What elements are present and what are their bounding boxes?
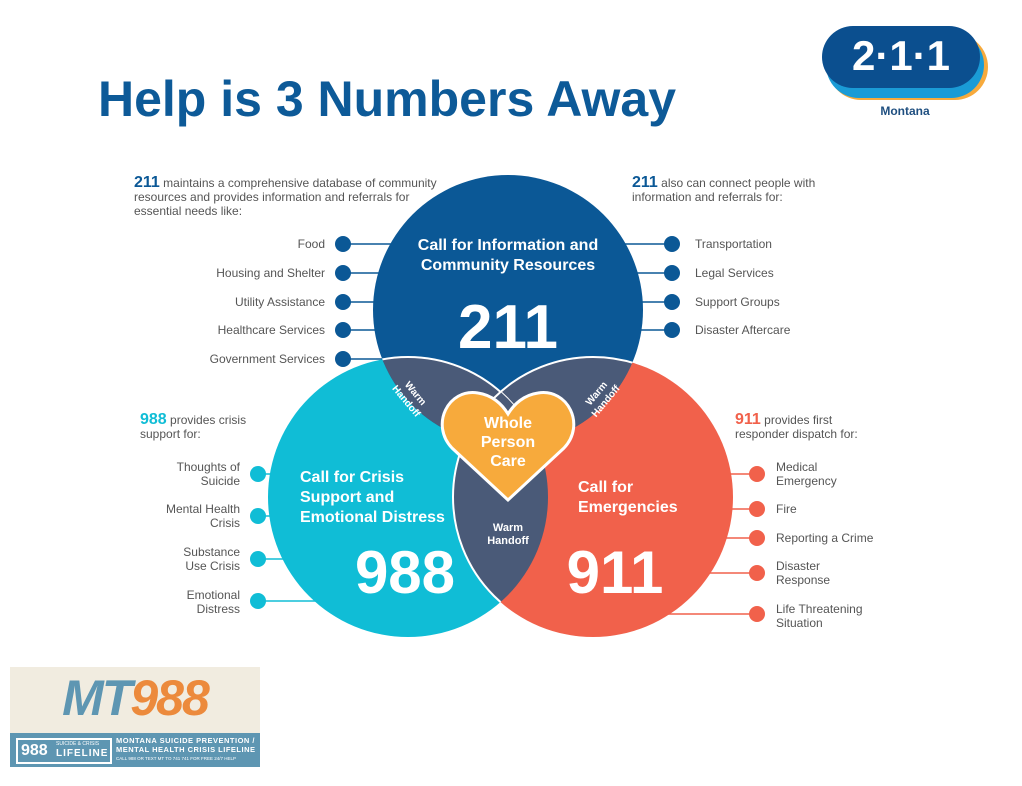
intro-text: maintains a comprehensive database of co…	[134, 176, 437, 218]
number-988: 988	[354, 539, 456, 606]
list-item: Reporting a Crime	[776, 531, 874, 545]
badge-top: SUICIDE & CRISIS	[56, 741, 100, 747]
logo-line2: MENTAL HEALTH CRISIS LIFELINE	[116, 745, 256, 754]
list-item: Healthcare Services	[217, 323, 325, 337]
num-211: 211	[134, 174, 160, 191]
list-item: Housing and Shelter	[216, 266, 325, 280]
list-item: Thoughts of Suicide	[176, 460, 240, 488]
logo-mt: MT	[62, 670, 132, 726]
intro-911: 911 provides first responder dispatch fo…	[735, 411, 875, 442]
intro-211-left: 211 maintains a comprehensive database o…	[134, 174, 454, 219]
list-item: Life Threatening Situation	[776, 602, 863, 630]
num-911: 911	[735, 411, 761, 428]
label-211: Call for Information and Community Resou…	[417, 237, 599, 274]
number-911: 911	[566, 539, 664, 606]
num-211: 211	[632, 174, 658, 191]
num-988: 988	[140, 411, 167, 428]
list-item: Legal Services	[695, 266, 774, 280]
list-item: Fire	[776, 502, 797, 516]
page-title: Help is 3 Numbers Away	[98, 71, 677, 127]
logo-line1: MONTANA SUICIDE PREVENTION /	[116, 736, 256, 745]
label-warm-handoff: Warm Handoff	[487, 522, 529, 547]
logo-988: 988	[130, 670, 209, 726]
list-item: Disaster Aftercare	[695, 323, 791, 337]
intro-text: provides first responder dispatch for:	[735, 413, 858, 441]
intro-211-right: 211 also can connect people with informa…	[632, 174, 832, 205]
list-item: Support Groups	[695, 295, 780, 309]
list-item: Mental Health Crisis	[165, 502, 240, 530]
list-item: Food	[297, 237, 325, 251]
logo-211: 2·1·1 Montana	[822, 26, 992, 121]
list-item: Substance Use Crisis	[183, 545, 240, 573]
label-whole-person-care: Whole Person Care	[480, 415, 536, 470]
intro-988: 988 provides crisis support for:	[140, 411, 265, 442]
logo-211-region: Montana	[880, 104, 930, 118]
label-911: Call for Emergencies	[578, 479, 678, 516]
logo-211-number: 2·1·1	[851, 32, 951, 79]
list-item: Utility Assistance	[234, 295, 325, 309]
logo-line3: CALL 988 OR TEXT MT TO 741 741 FOR FREE …	[116, 756, 236, 761]
list-item: Medical Emergency	[776, 460, 837, 488]
intro-text: provides crisis support for:	[140, 413, 247, 441]
label-988: Call for Crisis Support and Emotional Di…	[300, 469, 445, 526]
list-item: Transportation	[695, 237, 772, 251]
list-item: Emotional Distress	[186, 588, 240, 616]
heart-icon	[440, 391, 576, 503]
logo-mt988: MT988 988 SUICIDE & CRISIS LIFELINE MONT…	[10, 667, 260, 767]
list-item: Disaster Response	[776, 559, 831, 587]
badge-bottom: LIFELINE	[56, 748, 109, 759]
intro-text: also can connect people with information…	[632, 176, 816, 204]
badge-988: 988	[21, 742, 48, 759]
list-item: Government Services	[209, 352, 325, 366]
number-211: 211	[457, 293, 559, 362]
